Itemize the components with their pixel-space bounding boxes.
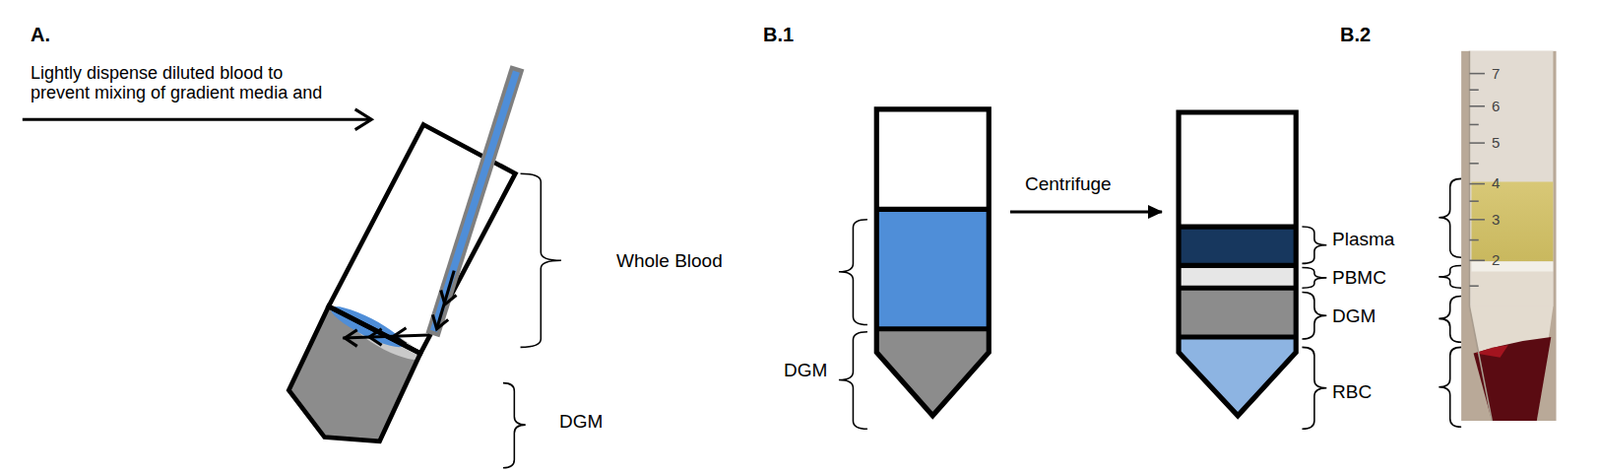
tube-before: DGM (777, 98, 1011, 426)
process-arrow (1010, 210, 1162, 214)
bracket (1438, 264, 1462, 288)
dgm-photo (1471, 271, 1553, 307)
layer-label: DGM (1332, 305, 1376, 327)
layer-boundary (1178, 262, 1296, 268)
tube-layer (1173, 264, 1302, 288)
pbmc-photo (1471, 260, 1553, 271)
layer-boundary (1178, 223, 1296, 229)
tube-layers (871, 109, 994, 421)
scale-number: 4 (1491, 174, 1500, 192)
tube-outline (876, 109, 989, 416)
bracket (1301, 226, 1327, 263)
bracket (838, 331, 868, 429)
layer-label: Plasma (1332, 228, 1395, 251)
tube-layer (1173, 287, 1302, 337)
tube-photo (1469, 51, 1553, 307)
bracket (1301, 291, 1327, 339)
layer-boundary (1178, 285, 1296, 291)
scale-number: 3 (1491, 210, 1500, 228)
flow-chevron (432, 314, 448, 328)
arrow-label: Centrifuge (1023, 173, 1114, 195)
bracket (1301, 267, 1327, 289)
flow-chevron (344, 329, 357, 347)
layer-boundary (1178, 333, 1296, 339)
tube-layer (1173, 226, 1302, 265)
bracket (1438, 178, 1462, 257)
instruction-note: Lightly dispense diluted blood to preven… (30, 63, 334, 103)
scale-ticks (1469, 73, 1485, 287)
tube-layer (1173, 112, 1302, 227)
tube-shape (1161, 98, 1399, 426)
rbc-photo (1473, 336, 1552, 421)
tube-after: PlasmaPBMC DGM RBC (1161, 98, 1401, 426)
flow-chevron (441, 290, 457, 305)
bracket-label: Whole Blood (616, 250, 723, 272)
pointer-arrowhead (355, 109, 373, 130)
layer-label: RBC (1332, 381, 1372, 403)
tube-edge (1469, 306, 1492, 421)
flow-arrow (342, 334, 429, 338)
bracket (520, 173, 562, 347)
tube-layer (871, 208, 994, 328)
pipette-fill (433, 71, 516, 331)
bracket (838, 219, 868, 325)
flow-chevron (369, 328, 382, 346)
panel-label: A. (30, 23, 51, 47)
pointer-arrow (22, 118, 370, 122)
tube-layer (871, 109, 994, 210)
tube-outline (1178, 112, 1296, 416)
tube-outline (288, 306, 421, 442)
scale-number: 5 (1491, 133, 1500, 151)
bracket (1301, 346, 1327, 429)
bracket (1438, 296, 1462, 343)
rbc-highlight (1475, 344, 1509, 357)
bracket (1438, 346, 1462, 427)
tube-cone-photo (1469, 306, 1553, 421)
panel-label: B.2 (1340, 23, 1371, 47)
layer-boundary (876, 325, 989, 331)
bracket-label: DGM (559, 410, 603, 433)
panel-label: B.1 (763, 23, 794, 47)
pipette (432, 66, 517, 335)
scale-number: 7 (1491, 64, 1500, 82)
scale-number: 6 (1491, 97, 1500, 115)
photo-background (1461, 51, 1556, 421)
tube-layers (1173, 112, 1302, 421)
layer-label: DGM (783, 359, 828, 382)
layer-boundary (876, 206, 989, 212)
tube-layer (1173, 336, 1302, 421)
flow-chevron (393, 327, 406, 345)
layer-label: PBMC (1332, 266, 1387, 289)
tube-layer (871, 328, 994, 421)
bracket (503, 383, 526, 468)
plasma-photo (1471, 181, 1553, 261)
scale-number: 2 (1491, 251, 1500, 268)
